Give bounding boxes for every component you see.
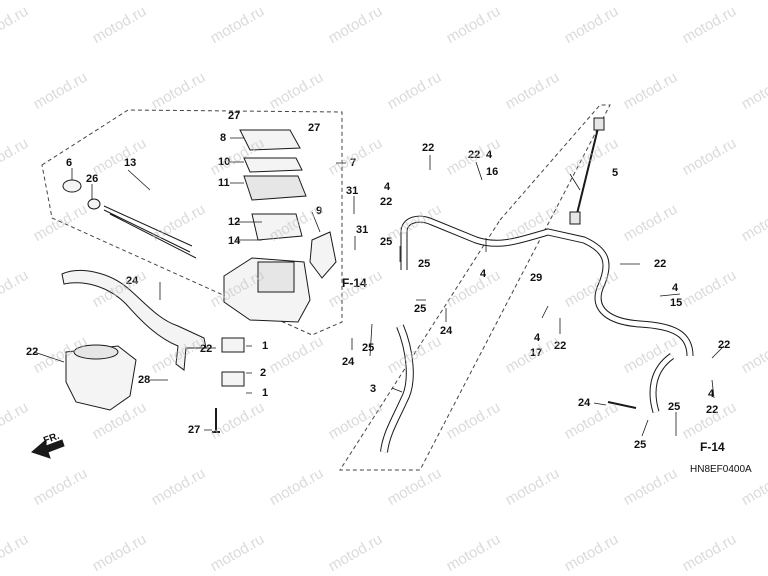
callout-19: 22 xyxy=(706,404,719,416)
callout-4-f: 4 xyxy=(708,388,715,400)
callout-8: 8 xyxy=(220,132,227,144)
callout-1-lower: 1 xyxy=(262,387,269,399)
plate xyxy=(243,157,303,173)
callout-25-d: 25 xyxy=(362,342,375,354)
reservoir xyxy=(65,345,137,411)
callout-25-e: 25 xyxy=(668,401,681,413)
callout-24-b: 24 xyxy=(342,356,355,368)
callout-6: 6 xyxy=(66,157,73,169)
callout-31-bottom: 31 xyxy=(356,224,369,236)
callout-4-d: 4 xyxy=(534,332,541,344)
front-arrow xyxy=(31,438,65,459)
callout-15: 15 xyxy=(670,297,683,309)
brake-lever xyxy=(61,270,207,371)
callout-26: 26 xyxy=(86,173,99,185)
callout-3: 3 xyxy=(370,383,377,395)
callout-13: 13 xyxy=(124,157,137,169)
ref-f14-right: F-14 xyxy=(700,440,725,454)
piston-assembly xyxy=(103,205,197,259)
callout-24-c: 24 xyxy=(578,397,591,409)
callout-17: 17 xyxy=(530,347,543,359)
hose-group-box xyxy=(339,104,611,471)
callout-12: 12 xyxy=(228,216,241,228)
callout-4-a: 4 xyxy=(384,181,391,193)
ref-f14-left: F-14 xyxy=(342,276,367,290)
callout-4-c: 4 xyxy=(480,268,487,280)
callout-16: 16 xyxy=(486,166,499,178)
bracket-9 xyxy=(309,231,337,279)
callout-20: 22 xyxy=(200,343,213,355)
pipe-5 xyxy=(575,119,601,219)
callout-25-f: 25 xyxy=(634,439,647,451)
callout-5: 5 xyxy=(612,167,619,179)
callout-1-upper: 1 xyxy=(262,340,269,352)
callout-27-top: 27 xyxy=(228,110,241,122)
cap xyxy=(239,129,301,151)
callout-4-b: 4 xyxy=(486,149,493,161)
bolt-28 xyxy=(212,408,220,433)
callout-22-a: 22 xyxy=(422,142,435,154)
callout-31-top: 31 xyxy=(346,185,359,197)
callout-28: 27 xyxy=(188,424,201,436)
callout-25-b: 25 xyxy=(418,258,431,270)
master-cylinder-group-box xyxy=(41,109,343,336)
callout-22-c: 22 xyxy=(554,340,567,352)
callout-30: 29 xyxy=(530,272,543,284)
callout-22-e: 22 xyxy=(718,339,731,351)
callout-2: 2 xyxy=(260,367,267,379)
diagram-code: HN8EF0400A xyxy=(690,464,752,475)
float xyxy=(251,213,303,241)
diaphragm xyxy=(243,175,307,201)
callout-14: 14 xyxy=(228,235,241,247)
callout-22-d: 22 xyxy=(654,258,667,270)
callout-7: 7 xyxy=(350,157,357,169)
callout-11: 11 xyxy=(218,177,230,189)
callout-23: 24 xyxy=(126,275,139,287)
callout-24-a: 24 xyxy=(440,325,453,337)
callout-27-right: 27 xyxy=(308,122,321,134)
callout-18: 22 xyxy=(380,196,393,208)
callout-29: 28 xyxy=(138,374,151,386)
callout-25-a: 25 xyxy=(380,236,393,248)
callout-10: 10 xyxy=(218,156,231,168)
callout-4-e: 4 xyxy=(672,282,679,294)
callout-9: 9 xyxy=(316,205,323,217)
callout-22-b: 22 xyxy=(468,149,481,161)
bolt-24-right xyxy=(607,401,637,409)
callout-21: 22 xyxy=(26,346,39,358)
callout-25-c: 25 xyxy=(414,303,427,315)
